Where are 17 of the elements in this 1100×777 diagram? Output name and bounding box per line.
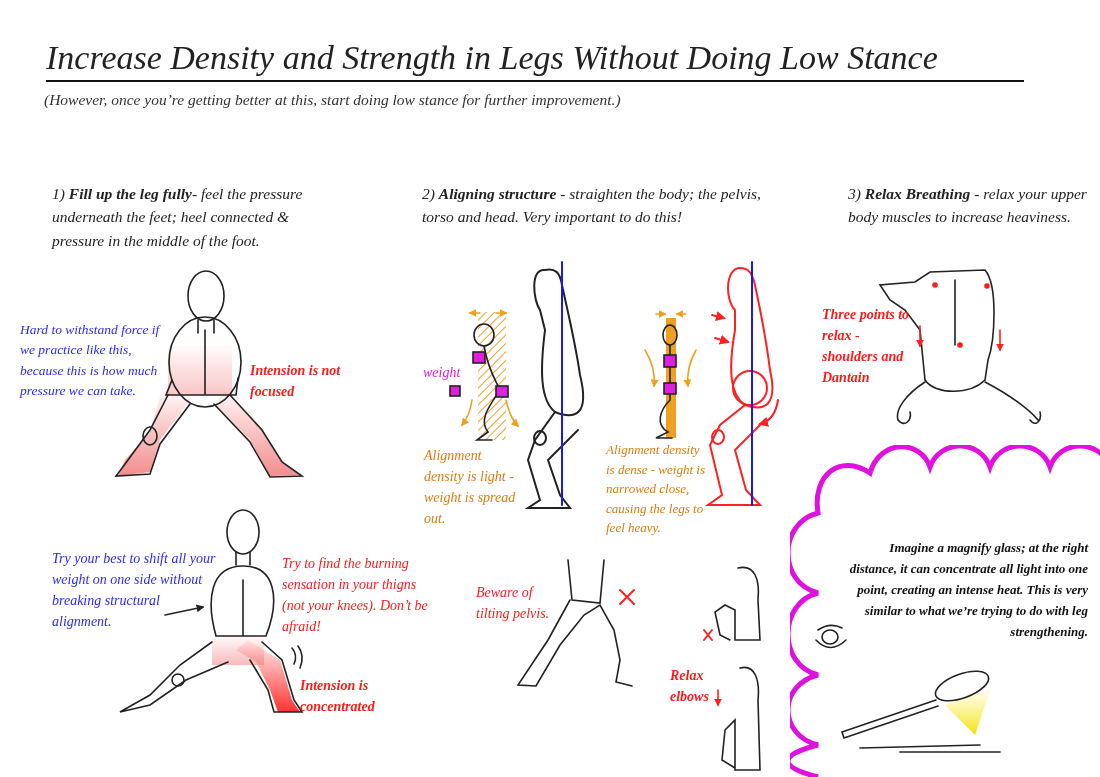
note-text: Intension is not focused — [250, 362, 342, 401]
note-text: weight — [423, 364, 462, 382]
note-text: Relax elbows — [670, 667, 710, 706]
step-text: 1) Fill up the leg fully- feel the pressure underneath the feet; heel connected & pressure in the middle of the foot. — [52, 184, 304, 251]
step-text: 2) Aligning structure - straighten the body; the pelvis, torso and head. Very important to do this! — [422, 184, 762, 228]
note-text: Try to find the burning sensation in your thigns (not your knees). Don’t be afraid! — [282, 555, 429, 636]
note-text: Beware of tilting pelvis. — [476, 584, 551, 623]
note-text: Alignment density is dense - weight is narrowed close, causing the legs to feel heavy. — [606, 441, 706, 537]
note-text: Alignment density is light - weight is spread out. — [424, 447, 517, 528]
subtitle: (However, once you’re getting better at this, start doing low stance for further improvement.) — [44, 90, 622, 110]
cloud-text: Imagine a magnify glass; at the right distance, it can concentrate all light into one point, creating an intense heat. This is very similar to what we’re trying to do with leg strengthening. — [848, 539, 1088, 642]
note-text: Try your best to shift all your weight on one side without breaking structural alignment. — [52, 550, 217, 631]
step-text: 3) Relax Breathing - relax your upper body muscles to increase heaviness. — [848, 184, 1088, 228]
note-text: Intension is concentrated — [300, 677, 376, 716]
note-text: Hard to withstand force if we practice like this, because this is how much pressure we can take. — [20, 321, 162, 400]
note-text: Three points to relax - shoulders and Dantain — [822, 306, 911, 387]
title: Increase Density and Strength in Legs Without Doing Low Stance — [46, 36, 1024, 82]
